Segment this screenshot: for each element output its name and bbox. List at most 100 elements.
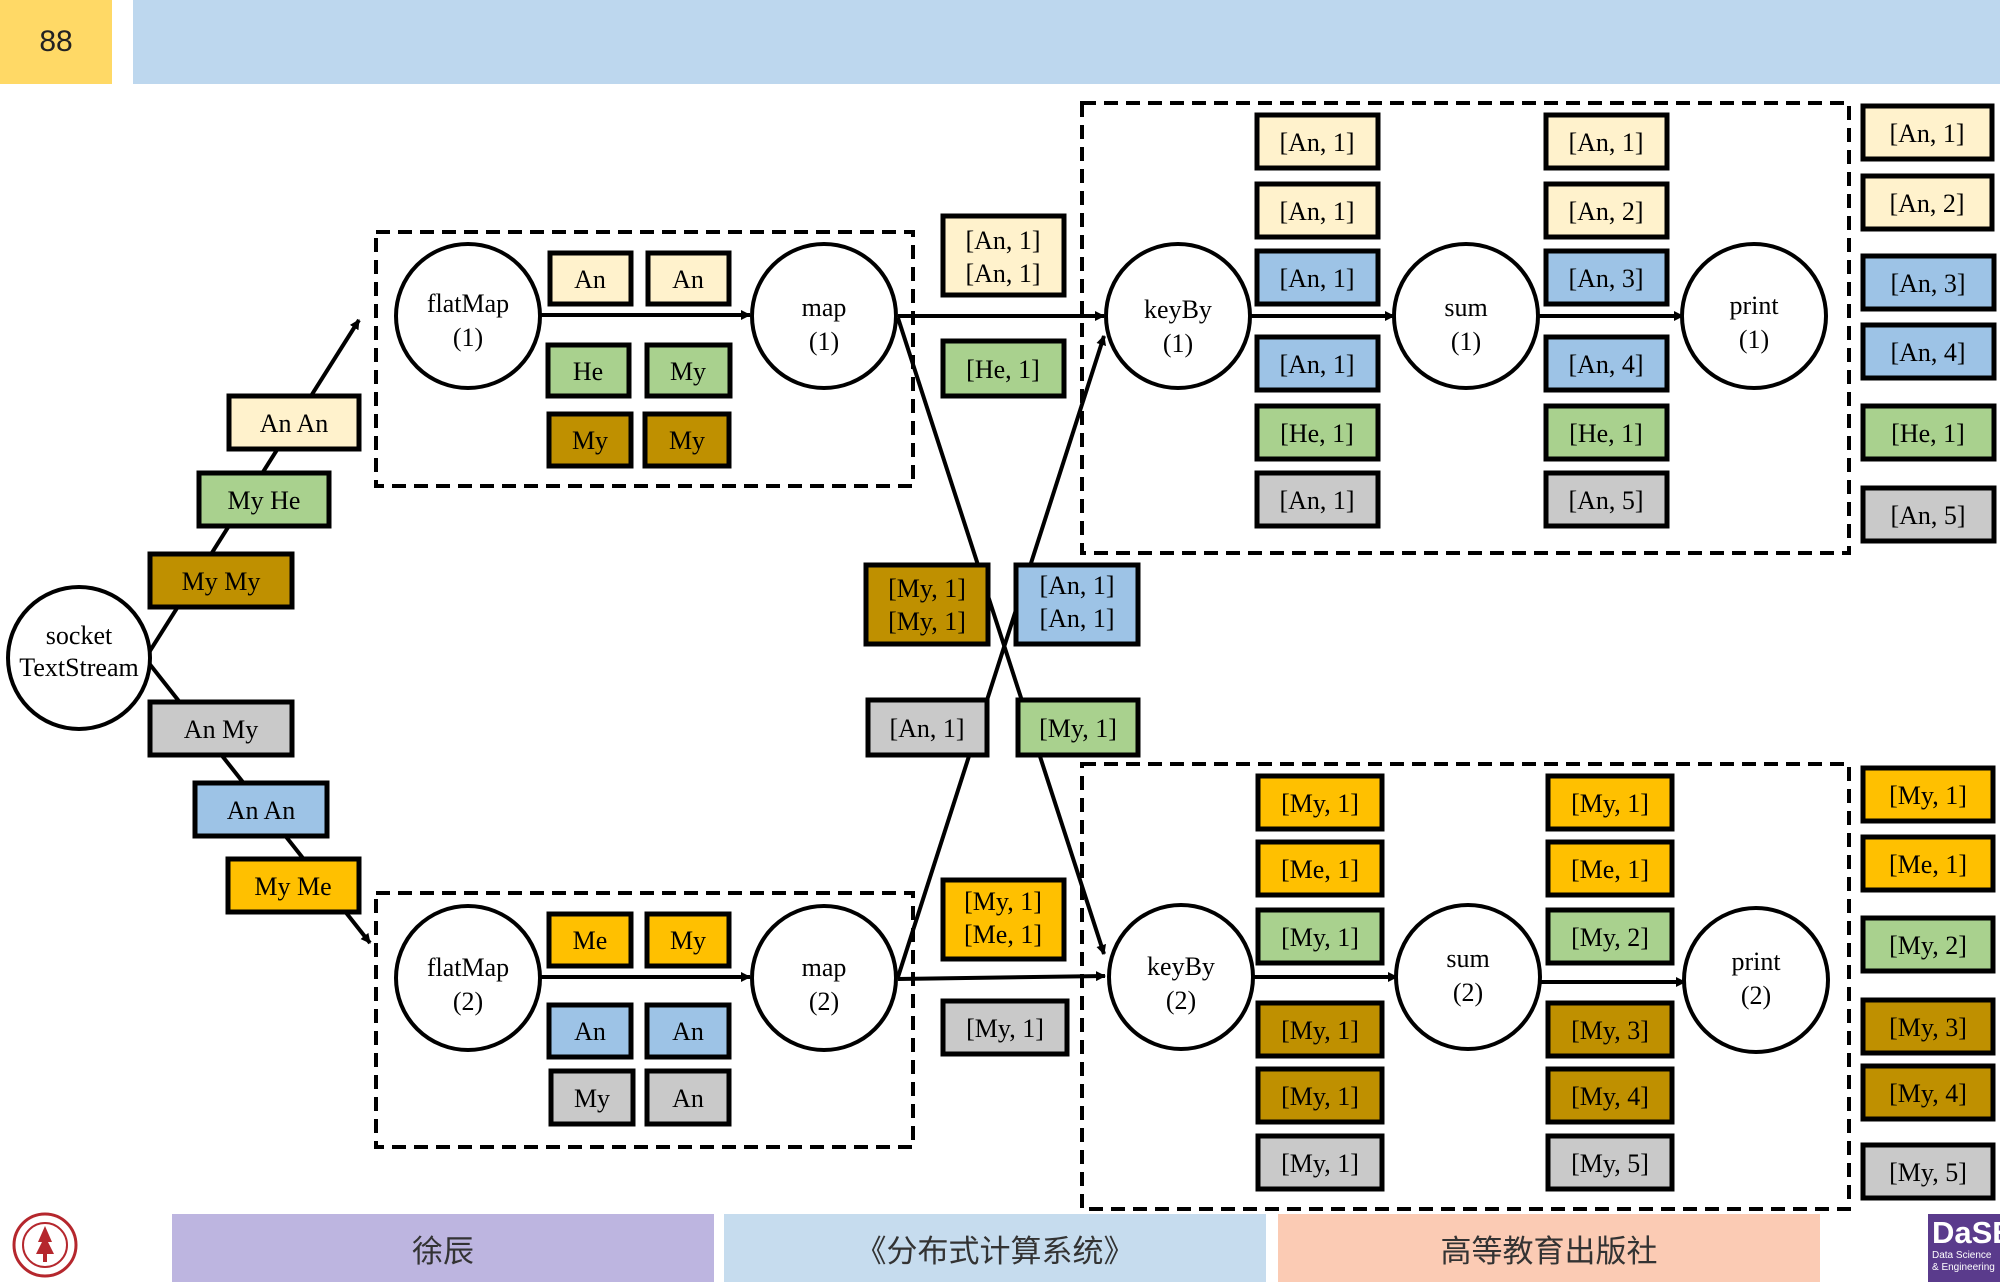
word-box: My <box>642 411 732 469</box>
record-label: [My, 1] <box>1281 1082 1359 1111</box>
print1-output-box: [He, 1] <box>1860 403 1997 462</box>
record-label: My <box>669 426 705 455</box>
keyby1-output-box: [An, 1] <box>1254 181 1381 240</box>
record-label: An <box>574 265 606 294</box>
input-line-box: An An <box>192 780 330 839</box>
keyby1-output-box: [He, 1] <box>1254 403 1381 462</box>
record-label: [An, 1] <box>889 714 964 743</box>
map-output-box: [My, 1] <box>940 998 1070 1057</box>
node-sum-2: sum (2) <box>1394 903 1542 1051</box>
record-label: [An, 5] <box>1890 501 1965 530</box>
word-box: My <box>548 1068 636 1127</box>
sum2-output-box: [My, 3] <box>1545 1000 1675 1059</box>
record-label: Me <box>573 926 608 955</box>
sum1-output-box: [An, 4] <box>1543 334 1670 393</box>
node-print1-line1: print <box>1729 291 1779 320</box>
header-bar <box>133 0 2000 84</box>
footer-author: 徐辰 <box>172 1214 714 1282</box>
record-label: [My, 2] <box>1571 923 1649 952</box>
keyby1-output-box: [An, 1] <box>1254 470 1381 529</box>
keyby1-output-box: [An, 1] <box>1254 112 1381 171</box>
node-sum-1: sum (1) <box>1392 242 1540 390</box>
node-keyby-1: keyBy (1) <box>1104 242 1252 390</box>
node-sum1-line2: (1) <box>1451 327 1481 356</box>
word-box: An <box>645 250 732 307</box>
print2-output-box: [My, 2] <box>1860 915 1996 974</box>
shuffle-output-box: [An, 1] <box>865 697 990 758</box>
record-label: My <box>572 426 608 455</box>
keyby2-output-box: [My, 1] <box>1255 907 1385 966</box>
print1-output-box: [An, 5] <box>1860 485 1997 544</box>
word-box: An <box>644 1002 732 1060</box>
record-label: My He <box>228 486 301 515</box>
record-label: [My, 5] <box>1889 1158 1967 1187</box>
input-line-box: My Me <box>225 856 362 915</box>
record-label: My <box>670 926 706 955</box>
shuffle-output-box: [An, 1][An, 1] <box>1013 562 1141 647</box>
print2-output-box: [My, 5] <box>1860 1142 1996 1201</box>
print1-output-box: [An, 1] <box>1860 103 1995 162</box>
record-label: My Me <box>254 872 331 901</box>
record-label: [An, 4] <box>1568 350 1643 379</box>
record-label: [An, 2] <box>1889 189 1964 218</box>
record-label: [An, 1] <box>965 226 1040 255</box>
node-sum2-line2: (2) <box>1453 978 1483 1007</box>
record-label: [An, 3] <box>1890 269 1965 298</box>
print1-output-box: [An, 4] <box>1860 322 1997 381</box>
input-line-box: My My <box>147 551 295 610</box>
word-box: My <box>644 342 733 399</box>
sum1-output-box: [An, 5] <box>1543 470 1670 529</box>
keyby-group-1-frame <box>1080 101 1851 555</box>
map-output-box: [An, 1][An, 1] <box>940 213 1067 298</box>
keyby2-output-box: [My, 1] <box>1255 773 1385 832</box>
node-print2-line1: print <box>1731 947 1781 976</box>
record-label: [My, 1] <box>1571 789 1649 818</box>
university-seal-logo <box>12 1212 78 1278</box>
node-map2-line1: map <box>802 953 847 982</box>
node-map1-line1: map <box>802 293 847 322</box>
record-label: [My, 4] <box>1889 1079 1967 1108</box>
record-label: [An, 1] <box>1279 128 1354 157</box>
sum1-output-box: [An, 1] <box>1543 112 1670 171</box>
print1-output-box: [An, 2] <box>1860 173 1995 232</box>
node-flatmap2-line2: (2) <box>453 987 483 1016</box>
input-line-box: An An <box>226 393 362 452</box>
word-box: My <box>644 911 732 969</box>
node-map-2: map (2) <box>750 904 898 1052</box>
record-label: [Me, 1] <box>1281 855 1359 884</box>
record-label: My My <box>182 567 261 596</box>
word-box: An <box>546 1002 634 1060</box>
node-flatmap2-line1: flatMap <box>427 953 509 982</box>
node-flatmap-1: flatMap (1) <box>394 242 542 390</box>
node-keyby2-line1: keyBy <box>1147 952 1215 981</box>
footer-book-title: 《分布式计算系统》 <box>724 1214 1266 1282</box>
record-label: [My, 2] <box>1889 931 1967 960</box>
record-label: An <box>672 265 704 294</box>
node-sum2-line1: sum <box>1446 944 1489 973</box>
record-label: [An, 1] <box>1279 197 1354 226</box>
print2-output-box: [Me, 1] <box>1860 834 1996 893</box>
record-label: [My, 5] <box>1571 1149 1649 1178</box>
node-print-2: print (2) <box>1682 906 1830 1054</box>
print1-output-box: [An, 3] <box>1860 253 1997 312</box>
word-box: Me <box>546 911 634 969</box>
record-label: My <box>670 357 706 386</box>
record-label: An An <box>227 796 296 825</box>
flatmap-group-2-frame <box>374 891 915 1149</box>
node-print-1: print (1) <box>1680 242 1828 390</box>
map-output-box: [He, 1] <box>940 338 1067 399</box>
record-label: [My, 1] <box>1039 714 1117 743</box>
record-label: [My, 4] <box>1571 1082 1649 1111</box>
record-label: [My, 1] <box>1281 789 1359 818</box>
record-label: [An, 1] <box>1889 119 1964 148</box>
sum2-output-box: [My, 2] <box>1545 907 1675 966</box>
print2-output-box: [My, 4] <box>1860 1063 1996 1122</box>
word-box: My <box>546 411 634 469</box>
record-label: An <box>672 1084 704 1113</box>
shuffle-output-box: [My, 1][My, 1] <box>863 562 991 647</box>
dase-logo: DaSE Data Science & Engineering <box>1928 1214 2000 1282</box>
record-label: [An, 1] <box>1568 128 1643 157</box>
record-label: [My, 1] <box>888 607 966 636</box>
edge-map2-keyby1 <box>896 335 1107 978</box>
keyby2-output-box: [My, 1] <box>1255 1133 1385 1192</box>
